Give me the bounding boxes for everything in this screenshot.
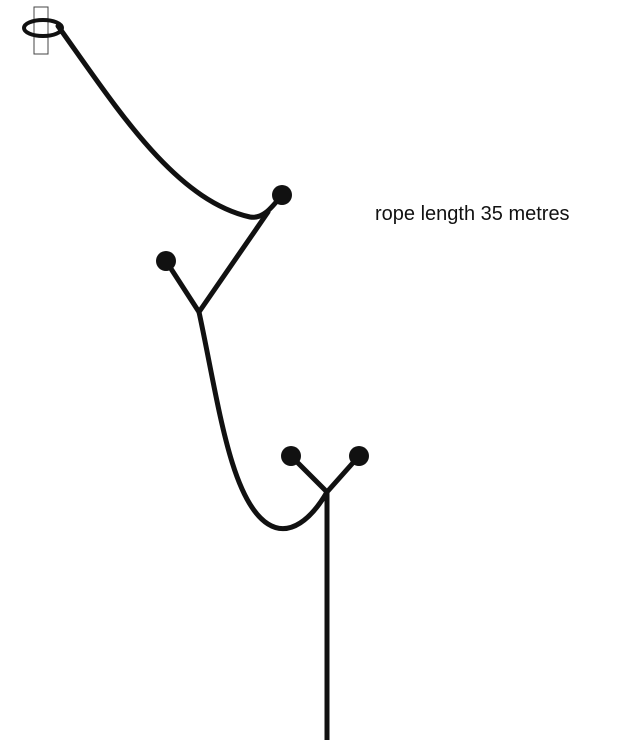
rope-end-knob <box>349 446 369 466</box>
anchor-post <box>34 7 48 54</box>
rope-length-label: rope length 35 metres <box>375 203 570 226</box>
rope-end-knob <box>281 446 301 466</box>
rope-end-knob <box>156 251 176 271</box>
rope-segment-middle <box>199 312 327 529</box>
rope-segment-top <box>58 26 282 217</box>
rope-connector-1 <box>199 212 268 312</box>
rope-end-knob <box>272 185 292 205</box>
anchor-point <box>24 7 62 54</box>
